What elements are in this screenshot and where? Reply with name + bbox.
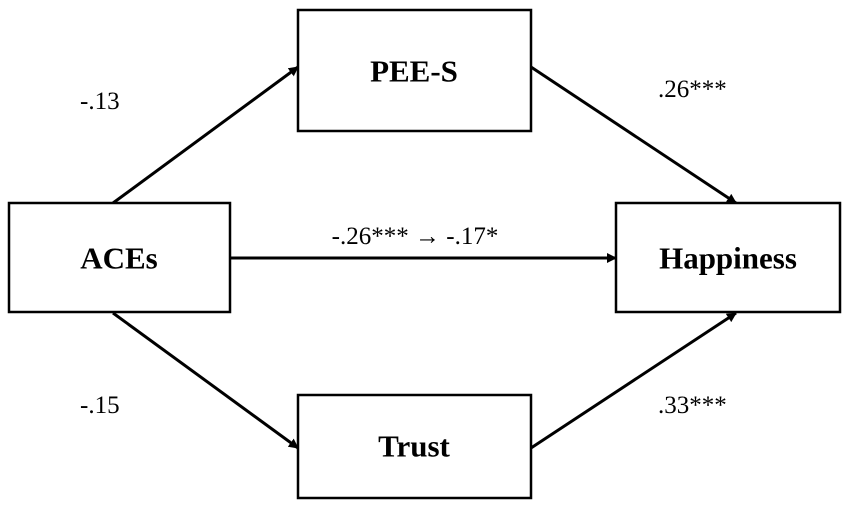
node-aces-label: ACEs	[80, 241, 158, 276]
coefficient-pee-s-to-happiness: .26***	[658, 76, 727, 103]
node-happiness: Happiness	[614, 201, 842, 314]
arrow-pee-s-to-happiness	[530, 65, 737, 205]
coefficient-trust-to-happiness: .33***	[658, 392, 727, 419]
node-trust-label: Trust	[378, 429, 450, 464]
coefficient-aces-to-trust: -.15	[80, 392, 120, 419]
node-aces: ACEs	[7, 201, 232, 314]
coefficient-aces-to-happiness: -.26*** → -.17*	[332, 223, 499, 250]
node-pee-s-label: PEE-S	[370, 54, 458, 89]
arrow-aces-to-pee-s	[112, 65, 299, 205]
node-pee-s: PEE-S	[296, 8, 533, 133]
node-trust: Trust	[296, 393, 533, 500]
node-happiness-label: Happiness	[659, 241, 797, 276]
arrow-aces-to-trust	[112, 311, 299, 450]
coefficient-aces-to-pee-s: -.13	[80, 88, 120, 115]
arrow-trust-to-happiness	[530, 311, 737, 450]
